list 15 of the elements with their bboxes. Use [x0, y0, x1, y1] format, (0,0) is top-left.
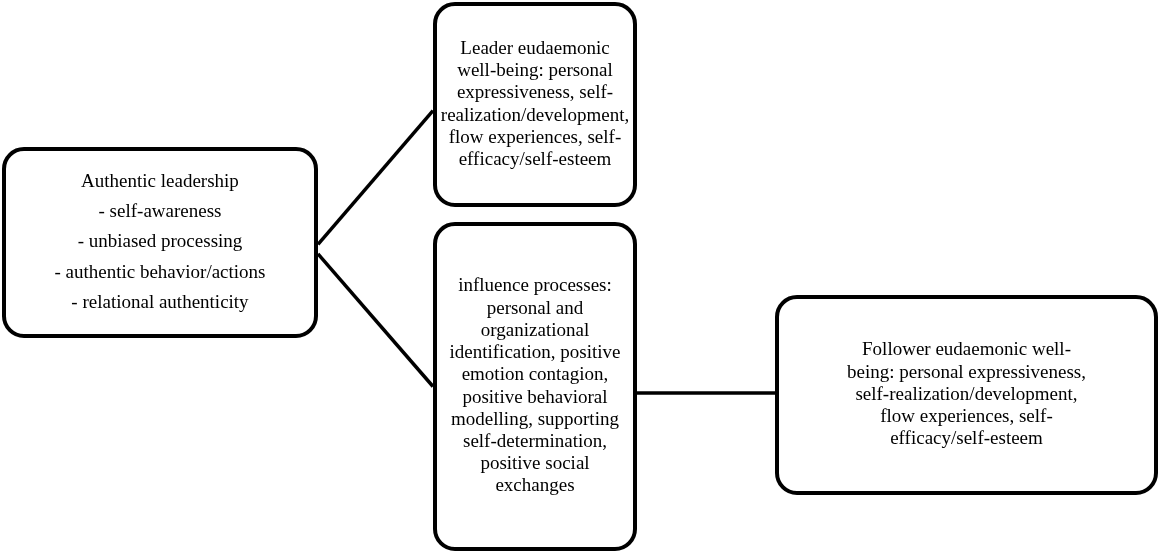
rounded-box [775, 295, 1158, 495]
node-text: - unbiased processing [77, 230, 243, 253]
node-text: - authentic behavior/actions [54, 260, 266, 283]
connector-line [316, 252, 435, 388]
rounded-box [2, 147, 318, 338]
node-text: - relational authenticity [71, 290, 249, 314]
node-text: influence processes: personal and organizational identification, positive emotion contagion, positive behavioral modelling, supporting self-determination, positive social exchanges [448, 274, 622, 497]
connector-line [637, 391, 775, 395]
rounded-box [433, 222, 637, 551]
node-text: - self-awareness [98, 200, 222, 223]
node-text: Authentic leadership [81, 169, 239, 193]
node-text: Leader eudaemonic well-being: personal expressiveness, self-realization/development, flow experiences, self-efficacy/self-esteem [440, 36, 630, 171]
connector-line [316, 109, 435, 246]
node-text: Follower eudaemonic well-being: personal expressiveness, self-realization/development, flow experiences, self-efficacy/self-esteem [846, 338, 1087, 450]
rounded-box [433, 2, 637, 207]
